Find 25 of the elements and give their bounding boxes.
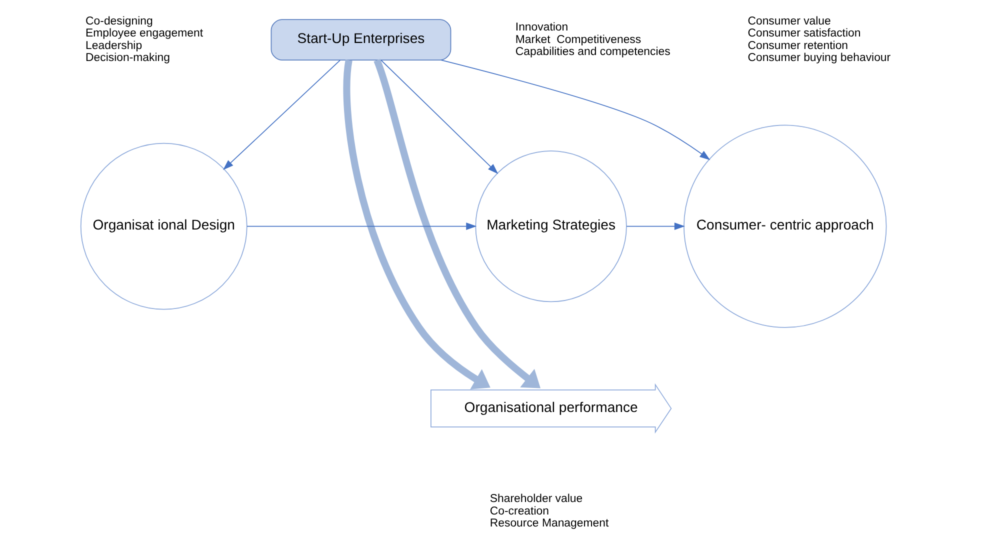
arrow	[626, 222, 685, 230]
node-label: Co-designing	[86, 15, 153, 28]
node-label: Consumer value	[748, 15, 831, 28]
arrow	[246, 222, 477, 230]
arrow	[440, 60, 710, 160]
node-label: Consumer satisfaction	[748, 28, 861, 40]
node-label: Consumer retention	[748, 40, 848, 52]
node-box: Start-Up Enterprises	[270, 19, 452, 60]
node-label: Co-creation	[490, 505, 549, 518]
node-circle: Consumer- centric approach	[684, 124, 887, 328]
arrow	[380, 60, 498, 174]
node-label: Capabilities and competencies	[515, 46, 670, 58]
node-label: Decision-making	[86, 52, 170, 64]
arrow	[374, 58, 540, 388]
node-label: Shareholder value	[490, 493, 583, 506]
arrow	[222, 60, 341, 170]
node-label: Innovation	[515, 21, 568, 34]
node-label: Resource Management	[490, 518, 609, 530]
node-circle: Organisat ional Design	[80, 142, 248, 310]
node-label: Market Competitiveness	[515, 34, 642, 46]
node-circle: Marketing Strategies	[475, 150, 627, 302]
node-label: Employee engagement	[86, 28, 204, 40]
arrow	[343, 60, 490, 390]
node-label: Leadership	[86, 40, 142, 52]
node-label: Consumer buying behaviour	[748, 52, 891, 64]
